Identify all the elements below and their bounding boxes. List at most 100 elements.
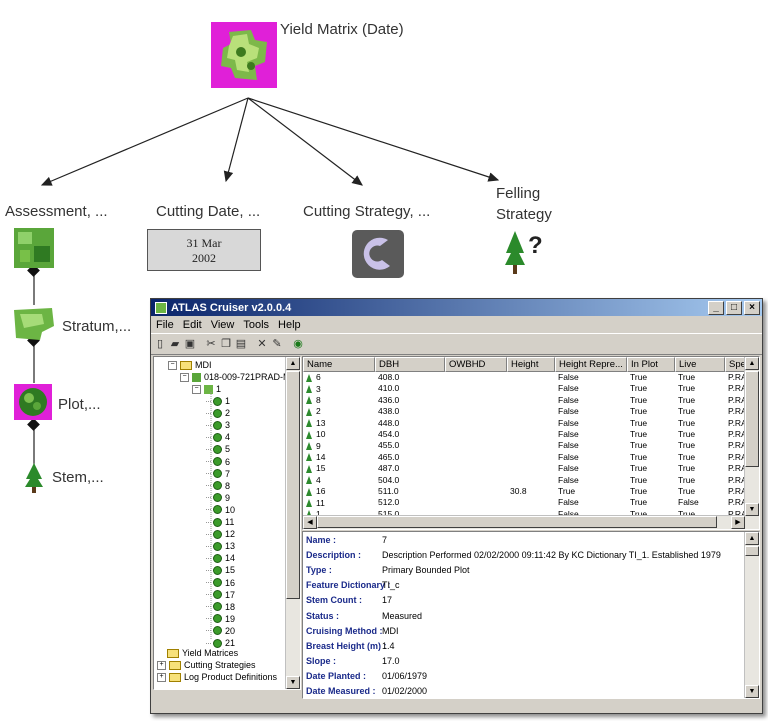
scroll-right-icon[interactable]: ▶ (731, 516, 745, 529)
edit-icon[interactable]: ✎ (272, 338, 282, 350)
table-cell: True (630, 463, 648, 474)
props-scrollbar[interactable]: ▲ ▼ (744, 532, 759, 698)
menu-edit[interactable]: Edit (182, 318, 202, 331)
tree-node-stem[interactable]: 14 (206, 552, 235, 564)
tree-node-plot[interactable]: −1 (192, 383, 221, 395)
expand-icon[interactable]: + (157, 660, 166, 670)
tree-node-stratum[interactable]: −018-009-721PRAD-M (180, 371, 291, 383)
tree-node-stem[interactable]: 17 (206, 589, 235, 601)
new-icon[interactable]: ▯ (156, 338, 164, 350)
tree-node-stem[interactable]: 13 (206, 540, 235, 552)
tree-node-root[interactable]: −MDI (168, 359, 212, 371)
scroll-thumb[interactable] (745, 546, 759, 556)
scroll-thumb[interactable] (317, 516, 717, 528)
find-icon[interactable]: ◉ (293, 338, 303, 350)
menu-tools[interactable]: Tools (243, 318, 270, 331)
scroll-up-icon[interactable]: ▲ (745, 532, 759, 545)
tree-node-stem[interactable]: 9 (206, 492, 230, 504)
tree-node-yield-matrices[interactable]: Yield Matrices (157, 647, 238, 659)
collapse-icon[interactable]: − (168, 360, 177, 370)
property-row: Breast Height (m) :1.4 (306, 641, 395, 653)
scroll-down-icon[interactable]: ▼ (745, 685, 759, 698)
tree-scrollbar[interactable]: ▲ ▼ (285, 357, 300, 689)
column-header[interactable]: Height Repre... (555, 357, 627, 372)
table-cell: 465.0 (378, 451, 400, 462)
column-header[interactable]: In Plot (627, 357, 675, 372)
menu-view[interactable]: View (210, 318, 235, 331)
tree-node-stem[interactable]: 7 (206, 468, 230, 480)
grid-hscrollbar[interactable]: ◀ ▶ (303, 515, 745, 529)
scroll-down-icon[interactable]: ▼ (286, 676, 300, 689)
tree-node-stem[interactable]: 15 (206, 564, 235, 576)
column-header[interactable]: Live (675, 357, 725, 372)
tree-node-stem[interactable]: 5 (206, 443, 230, 455)
table-cell: True (630, 486, 648, 496)
maximize-button[interactable]: □ (726, 300, 742, 315)
scroll-up-icon[interactable]: ▲ (286, 357, 300, 370)
tree-node-stem[interactable]: 19 (206, 613, 235, 625)
tree-node-stem[interactable]: 2 (206, 407, 230, 419)
tree-node-stem[interactable]: 21 (206, 637, 235, 649)
table-cell: True (678, 406, 696, 417)
scroll-left-icon[interactable]: ◀ (303, 516, 317, 529)
collapse-icon[interactable]: − (192, 384, 201, 394)
tree-node-stem[interactable]: 1 (206, 395, 230, 407)
minimize-button[interactable]: _ (708, 300, 724, 315)
scroll-up-icon[interactable]: ▲ (745, 357, 759, 370)
tree-node-stem[interactable]: 18 (206, 601, 235, 613)
tree-node-stem[interactable]: 12 (206, 528, 235, 540)
scroll-thumb[interactable] (286, 371, 300, 599)
column-header[interactable]: OWBHD (445, 357, 507, 372)
tree-node-cutting-strategies[interactable]: +Cutting Strategies (157, 659, 256, 671)
open-icon[interactable]: ▰ (170, 338, 180, 350)
table-cell (507, 475, 555, 486)
tree-node-log-products[interactable]: +Log Product Definitions (157, 671, 277, 683)
close-button[interactable]: × (744, 300, 760, 315)
collapse-icon[interactable]: − (180, 372, 189, 382)
table-cell: P.RAD (728, 417, 753, 428)
tree-node-stem[interactable]: 8 (206, 480, 230, 492)
tree-node-stem[interactable]: 3 (206, 419, 230, 431)
grid-scrollbar[interactable]: ▲ ▼ (744, 357, 759, 529)
column-header[interactable]: DBH (375, 357, 445, 372)
title-bar[interactable]: ATLAS Cruiser v2.0.0.4 _ □ × (151, 299, 762, 316)
delete-icon[interactable]: ✕ (257, 338, 267, 350)
tree-node-stem[interactable]: 20 (206, 625, 235, 637)
tree-node-stem[interactable]: 6 (206, 456, 230, 468)
column-header[interactable]: Height (507, 357, 555, 372)
save-icon[interactable]: ▣ (184, 338, 196, 350)
tree-node-stem[interactable]: 16 (206, 577, 235, 589)
column-header[interactable]: Name (303, 357, 375, 372)
table-cell: P.RAD (728, 451, 753, 462)
menu-file[interactable]: File (156, 318, 174, 331)
stem-tree-icon (306, 453, 312, 462)
tree-node-stem[interactable]: 11 (206, 516, 234, 528)
atlas-cruiser-window[interactable]: ATLAS Cruiser v2.0.0.4 _ □ × File Edit V… (150, 298, 763, 714)
menu-help[interactable]: Help (278, 318, 301, 331)
copy-icon[interactable]: ❐ (221, 338, 231, 350)
scroll-down-icon[interactable]: ▼ (745, 503, 759, 516)
scroll-thumb[interactable] (745, 371, 759, 467)
paste-icon[interactable]: ▤ (235, 338, 247, 350)
tree-node-stem[interactable]: 4 (206, 431, 230, 443)
expand-icon[interactable]: + (157, 672, 166, 682)
cut-icon[interactable]: ✂ (206, 338, 216, 350)
tree-node-stem[interactable]: 10 (206, 504, 235, 516)
stem-dot-icon (213, 481, 222, 491)
